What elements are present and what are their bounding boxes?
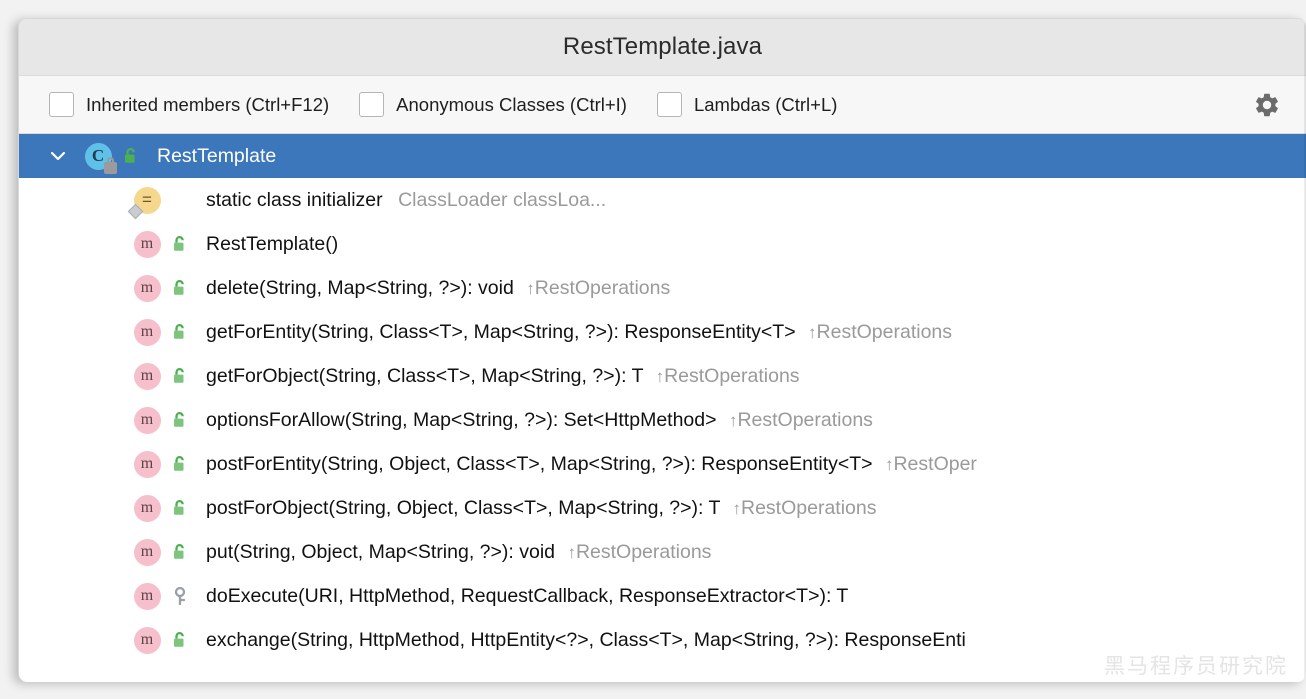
tree-row-method[interactable]: m RestTemplate() <box>19 222 1306 266</box>
inherited-arrow-icon: ↑ <box>732 498 742 518</box>
tree-row-inherited-from: RestOperations <box>534 276 671 299</box>
filter-toolbar: Inherited members (Ctrl+F12) Anonymous C… <box>19 76 1306 134</box>
tree-row-label: getForObject(String, Class<T>, Map<Strin… <box>206 365 800 388</box>
tree-row-method[interactable]: m optionsForAllow(String, Map<String, ?>… <box>19 398 1306 442</box>
tree-row-label: optionsForAllow(String, Map<String, ?>):… <box>206 409 873 432</box>
tree-row-label: doExecute(URI, HttpMethod, RequestCallba… <box>206 585 848 608</box>
tree-row-label: RestTemplate() <box>206 233 338 256</box>
tree-row-label: postForEntity(String, Object, Class<T>, … <box>206 453 977 476</box>
method-icon: m <box>132 581 162 611</box>
tree-row-method[interactable]: m postForObject(String, Object, Class<T>… <box>19 486 1306 530</box>
checkbox-lambdas-label: Lambdas (Ctrl+L) <box>693 93 838 115</box>
tree-row-method[interactable]: m delete(String, Map<String, ?>): void ↑… <box>19 266 1306 310</box>
gear-icon[interactable] <box>1250 88 1284 122</box>
unlock-green-icon <box>166 274 194 302</box>
unlock-green-icon <box>166 494 194 522</box>
unlock-green-icon <box>166 450 194 478</box>
visibility-icon-none <box>166 186 194 214</box>
key-gray-icon <box>166 582 194 610</box>
method-icon: m <box>132 361 162 391</box>
tree-row-name: static class initializer <box>206 188 383 211</box>
tree-row-inherited-from: RestOper <box>893 452 977 475</box>
tree-row-inherited-from: RestOperations <box>816 320 953 343</box>
method-icon: m <box>132 625 162 655</box>
checkbox-lambdas[interactable]: Lambdas (Ctrl+L) <box>656 92 838 117</box>
checkbox-anonymous-classes-box[interactable] <box>359 92 385 117</box>
tree-row-method[interactable]: m put(String, Object, Map<String, ?>): v… <box>19 530 1306 574</box>
method-icon: m <box>132 405 162 435</box>
checkbox-inherited-members-box[interactable] <box>49 92 74 117</box>
tree-row-class[interactable]: C RestTemplate <box>19 134 1306 178</box>
window-right-edge <box>1304 19 1306 682</box>
tree-row-label: getForEntity(String, Class<T>, Map<Strin… <box>206 321 952 344</box>
unlock-green-icon <box>166 626 194 654</box>
unlock-green-icon <box>166 362 194 390</box>
tree-row-static-initializer[interactable]: = static class initializer ClassLoader c… <box>19 178 1306 222</box>
tree-row-label: exchange(String, HttpMethod, HttpEntity<… <box>206 629 966 652</box>
tree-row-name: exchange(String, HttpMethod, HttpEntity<… <box>206 628 966 651</box>
inherited-arrow-icon: ↑ <box>655 366 665 386</box>
method-icon: m <box>132 537 162 567</box>
tree-row-inherited-from: RestOperations <box>737 408 873 431</box>
tree-row-method[interactable]: m getForEntity(String, Class<T>, Map<Str… <box>19 310 1306 354</box>
tree-row-method[interactable]: m postForEntity(String, Object, Class<T>… <box>19 442 1306 486</box>
tree-row-label: static class initializer ClassLoader cla… <box>206 189 606 212</box>
class-icon: C <box>83 141 117 174</box>
unlock-green-icon <box>166 230 194 258</box>
tree-row-name: put(String, Object, Map<String, ?>): voi… <box>206 540 556 563</box>
method-icon: m <box>132 317 162 347</box>
checkbox-inherited-members[interactable]: Inherited members (Ctrl+F12) <box>49 92 329 117</box>
tree-row-label: delete(String, Map<String, ?>): void ↑Re… <box>206 277 670 300</box>
tree-row-inherited-from: RestOperations <box>664 364 800 387</box>
tree-row-name: optionsForAllow(String, Map<String, ?>):… <box>206 408 717 431</box>
inherited-arrow-icon: ↑ <box>808 322 817 342</box>
tree-row-name: postForEntity(String, Object, Class<T>, … <box>206 452 873 475</box>
window-titlebar: RestTemplate.java <box>19 19 1306 76</box>
tree-row-method[interactable]: m getForObject(String, Class<T>, Map<Str… <box>19 354 1306 398</box>
checkbox-anonymous-classes[interactable]: Anonymous Classes (Ctrl+I) <box>359 92 627 117</box>
checkbox-inherited-members-label: Inherited members (Ctrl+F12) <box>86 93 330 115</box>
tree-row-label: put(String, Object, Map<String, ?>): voi… <box>206 541 711 564</box>
tree-row-name: postForObject(String, Object, Class<T>, … <box>206 496 721 519</box>
tree-row-detail: ClassLoader classLoa... <box>398 188 607 211</box>
checkbox-lambdas-box[interactable] <box>656 92 682 117</box>
tree-row-method[interactable]: m doExecute(URI, HttpMethod, RequestCall… <box>19 574 1306 618</box>
tree-row-label: RestTemplate <box>157 144 277 167</box>
static-initializer-icon: = <box>132 185 162 215</box>
unlock-green-icon <box>166 318 194 346</box>
inherited-arrow-icon: ↑ <box>526 278 535 298</box>
unlock-green-icon <box>117 142 145 170</box>
method-icon: m <box>132 229 162 259</box>
inherited-arrow-icon: ↑ <box>567 542 576 562</box>
tree-row-name: getForEntity(String, Class<T>, Map<Strin… <box>206 320 796 343</box>
tree-row-name: doExecute(URI, HttpMethod, RequestCallba… <box>206 584 849 607</box>
unlock-green-icon <box>166 538 194 566</box>
method-icon: m <box>132 449 162 479</box>
tree-row-inherited-from: RestOperations <box>575 540 712 563</box>
method-icon: m <box>132 273 162 303</box>
tree-row-name: getForObject(String, Class<T>, Map<Strin… <box>206 364 644 387</box>
chevron-down-icon[interactable] <box>45 143 71 169</box>
structure-tool-window: RestTemplate.java Inherited members (Ctr… <box>18 18 1306 682</box>
tree-row-name: RestTemplate() <box>206 232 339 255</box>
tree-row-name: delete(String, Map<String, ?>): void <box>206 276 514 299</box>
tree-row-label: postForObject(String, Object, Class<T>, … <box>206 497 876 520</box>
structure-tree[interactable]: C RestTemplate = static class initialize… <box>19 134 1306 682</box>
inherited-arrow-icon: ↑ <box>884 454 894 474</box>
inherited-arrow-icon: ↑ <box>728 410 738 430</box>
unlock-green-icon <box>166 406 194 434</box>
method-icon: m <box>132 493 162 523</box>
tree-row-inherited-from: RestOperations <box>741 496 877 519</box>
tree-row-method[interactable]: m exchange(String, HttpMethod, HttpEntit… <box>19 618 1306 662</box>
checkbox-anonymous-classes-label: Anonymous Classes (Ctrl+I) <box>396 93 627 115</box>
page-title: RestTemplate.java <box>562 33 763 60</box>
